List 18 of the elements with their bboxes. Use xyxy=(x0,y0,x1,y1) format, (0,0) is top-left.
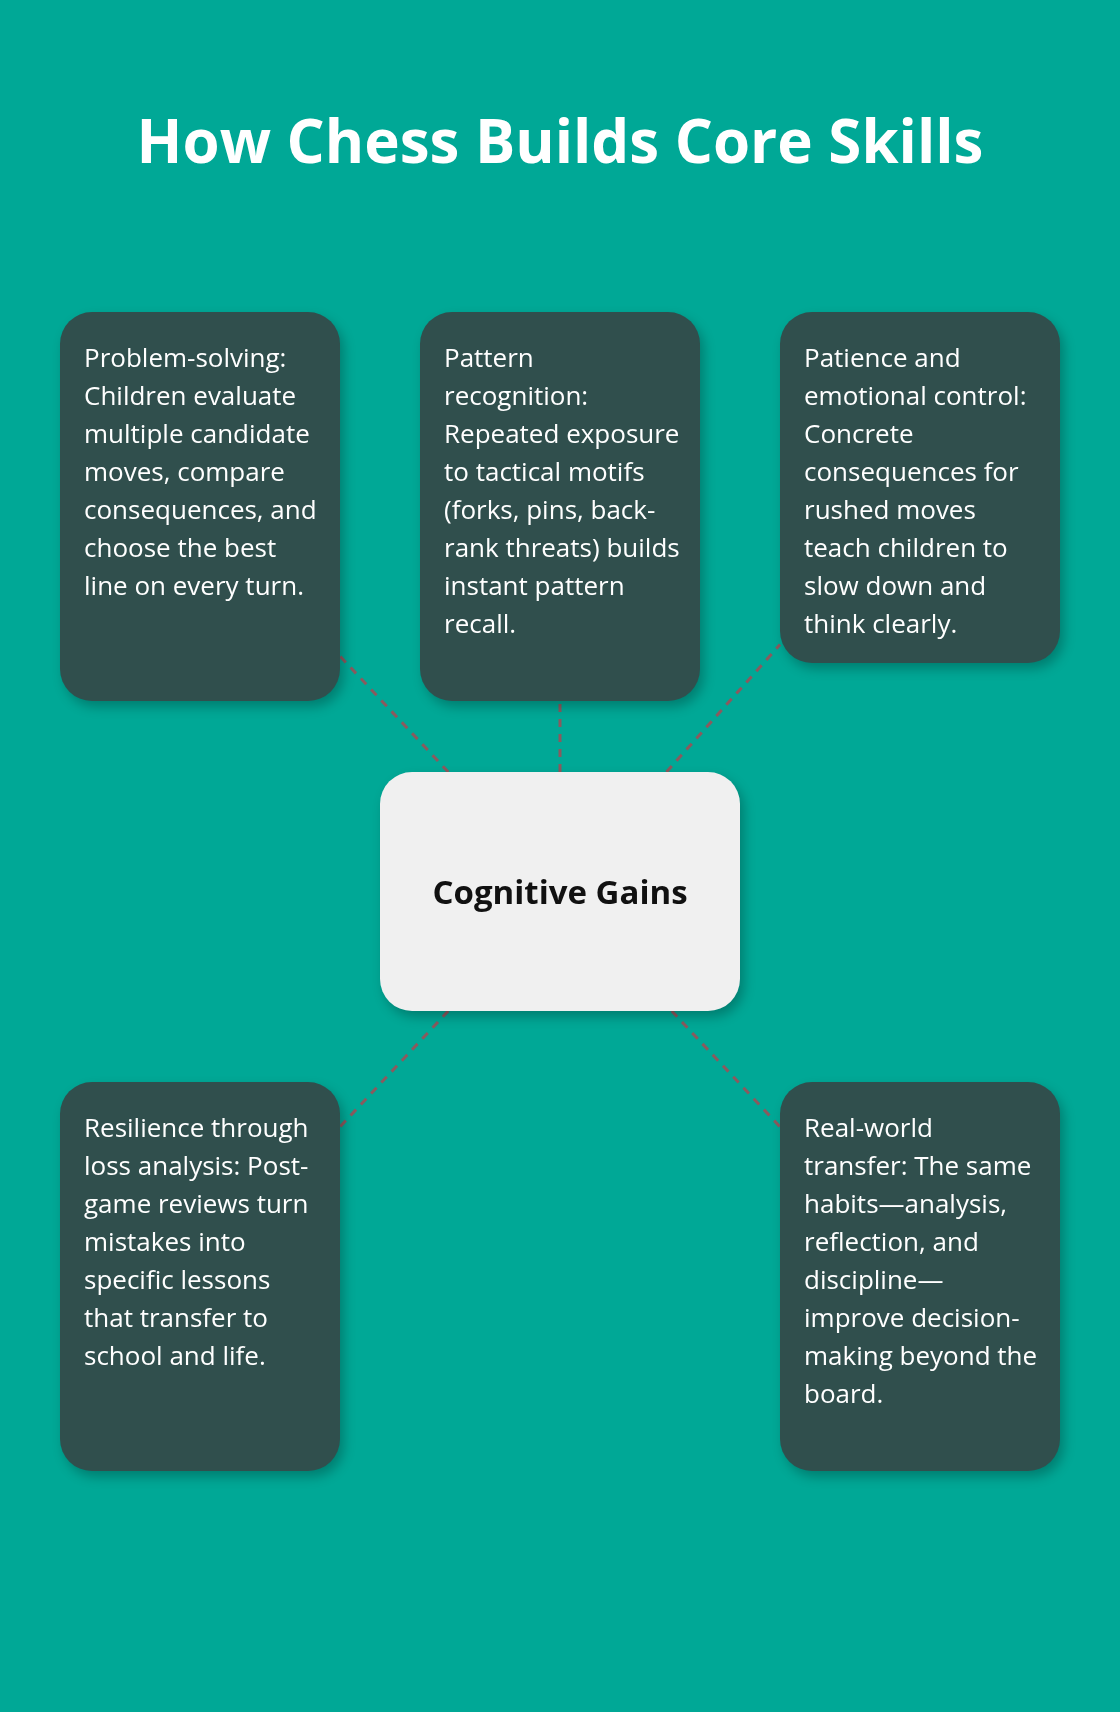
skill-card xyxy=(60,312,340,701)
skill-card xyxy=(60,1082,340,1471)
connector-line xyxy=(670,1009,782,1128)
connector-line xyxy=(338,1009,450,1128)
card-text: Pattern recognition: Repeated exposure to tactical motifs (forks, pins, back-rank threats) builds instant pattern recall. xyxy=(444,338,680,642)
title: How Chess Builds Core Skills xyxy=(135,100,985,180)
hub-label: Cognitive Gains xyxy=(432,869,688,914)
skill-card xyxy=(420,312,700,701)
connector-line xyxy=(665,643,782,773)
hub-box xyxy=(380,772,740,1011)
card-text: Problem-solving: Children evaluate multiple candidate moves, compare consequences, and choose the best line on every turn. xyxy=(84,338,318,604)
card-text: Patience and emotional control: Concrete consequences for rushed moves teach children to slow down and think clearly. xyxy=(804,338,1028,642)
connector-line xyxy=(558,701,562,772)
skill-card xyxy=(780,312,1060,663)
connector-line xyxy=(338,655,450,774)
skill-card xyxy=(780,1082,1060,1471)
card-text: Resilience through loss analysis: Post-game reviews turn mistakes into specific lessons that transfer to school and life. xyxy=(84,1108,310,1374)
card-text: Real-world transfer: The same habits—analysis, reflection, and discipline—improve decision-making beyond the board. xyxy=(804,1108,1039,1412)
